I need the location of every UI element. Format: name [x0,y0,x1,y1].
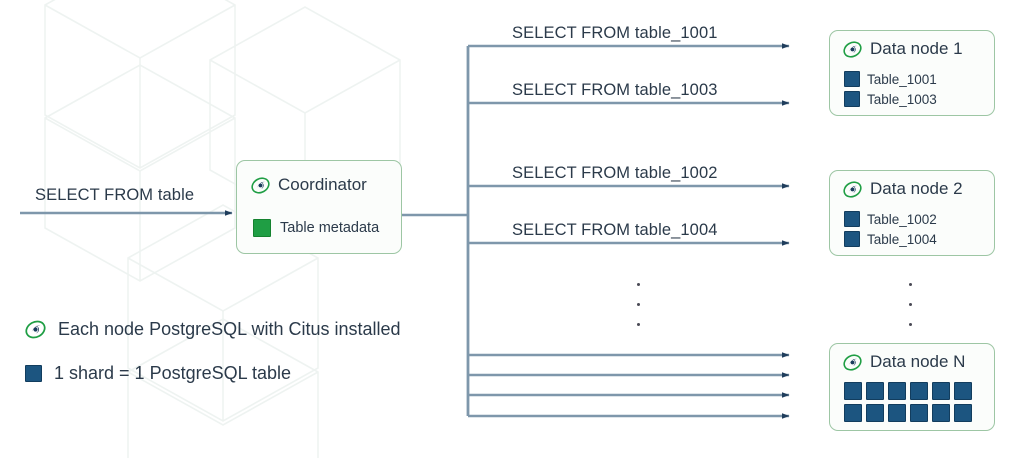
shard-square [954,404,972,422]
shard-square [954,382,972,400]
data-node-n-header: Data node N [843,352,965,372]
query-label-1: SELECT FROM table_1001 [512,24,718,42]
blue-square-icon [844,91,860,107]
table-row: Table_1003 [844,91,937,107]
legend-item-shard: 1 shard = 1 PostgreSQL table [25,363,291,384]
coordinator-title: Coordinator [278,175,367,194]
shard-square [888,382,906,400]
legend-label: Each node PostgreSQL with Citus installe… [58,319,401,339]
coordinator-header: Coordinator [251,175,367,195]
shard-square [932,382,950,400]
citus-swirl-icon [251,176,270,194]
legend-item-node: Each node PostgreSQL with Citus installe… [25,319,401,340]
table-row: Table_1002 [844,211,937,227]
table-label: Table_1004 [867,231,937,247]
shard-square [866,404,884,422]
data-node-2[interactable]: Data node 2 Table_1002 Table_1004 [829,170,995,256]
ellipsis-dot [637,323,640,326]
ellipsis-dot [637,283,640,286]
green-square-icon [253,219,271,237]
shard-square [910,382,928,400]
shard-square [888,404,906,422]
blue-square-icon [844,211,860,227]
data-node-n[interactable]: Data node N [829,343,995,431]
data-node-2-header: Data node 2 [843,179,963,199]
ellipsis-dot [637,303,640,306]
coordinator-metadata-label: Table metadata [280,220,380,236]
data-node-1-title: Data node 1 [870,39,963,58]
input-query-label: SELECT FROM table [35,186,195,204]
citus-swirl-icon [843,40,862,58]
ellipsis-dot [909,283,912,286]
table-label: Table_1003 [867,91,937,107]
citus-swirl-icon [843,353,862,371]
coordinator-metadata-row: Table metadata [253,219,379,237]
arrows-ellipsis [637,283,640,326]
query-label-4: SELECT FROM table_1004 [512,221,718,239]
citus-swirl-icon [25,320,46,339]
table-label: Table_1002 [867,211,937,227]
table-label: Table_1001 [867,71,937,87]
ellipsis-dot [909,323,912,326]
data-node-n-title: Data node N [870,352,966,371]
shard-square [844,382,862,400]
blue-square-icon [844,71,860,87]
shard-square [866,382,884,400]
shard-square [910,404,928,422]
shard-square [932,404,950,422]
data-node-1[interactable]: Data node 1 Table_1001 Table_1003 [829,30,995,116]
shard-square [844,404,862,422]
blue-square-icon [844,231,860,247]
query-label-2: SELECT FROM table_1003 [512,81,718,99]
citus-swirl-icon [843,180,862,198]
coordinator-node[interactable]: Coordinator Table metadata [236,160,402,254]
table-row: Table_1004 [844,231,937,247]
query-label-3: SELECT FROM table_1002 [512,164,718,182]
nodes-ellipsis [909,283,912,326]
legend-label: 1 shard = 1 PostgreSQL table [54,363,291,383]
shard-grid [844,382,972,422]
blue-square-icon [25,365,42,382]
table-row: Table_1001 [844,71,937,87]
ellipsis-dot [909,303,912,306]
data-node-2-title: Data node 2 [870,179,963,198]
data-node-1-header: Data node 1 [843,39,963,59]
